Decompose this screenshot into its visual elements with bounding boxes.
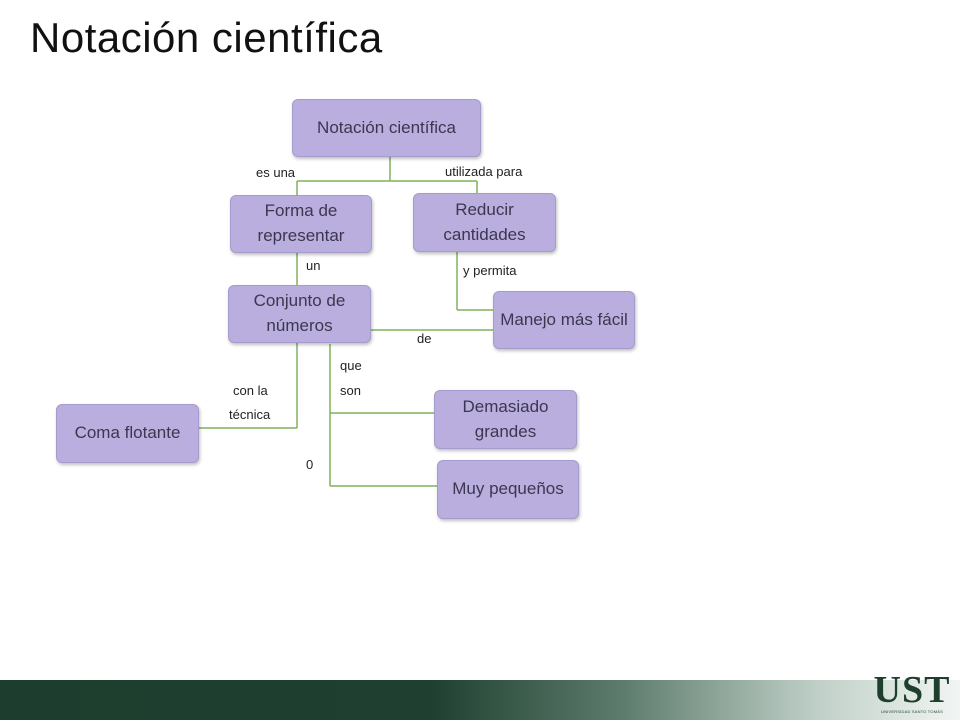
node-manejo-mas-facil: Manejo más fácil [493, 291, 635, 349]
logo-mark: UST [873, 669, 951, 711]
link-label-tecnica: técnica [229, 407, 271, 422]
ust-logo: UST UNIVERSIDAD SANTO TOMÁS [872, 670, 952, 720]
logo-subtitle: UNIVERSIDAD SANTO TOMÁS [881, 709, 943, 714]
link-label-o: 0 [306, 457, 314, 472]
node-notacion-cientifica: Notación científica [292, 99, 481, 157]
link-label-que: que [340, 358, 362, 373]
slide-title: Notación científica [30, 14, 383, 61]
link-label-con-la: con la [233, 383, 268, 398]
link-label-es-una: es una [256, 165, 296, 180]
footer-bar [0, 680, 960, 720]
link-label-de: de [417, 331, 432, 346]
link-label-utilizada-para: utilizada para [445, 164, 523, 179]
node-forma-de-representar: Forma de representar [230, 195, 372, 253]
node-muy-pequenos: Muy pequeños [437, 460, 579, 519]
link-label-y-permita: y permita [463, 263, 517, 278]
link-label-son: son [340, 383, 361, 398]
link-label-un: un [306, 258, 321, 273]
node-coma-flotante: Coma flotante [56, 404, 199, 463]
node-reducir-cantidades: Reducir cantidades [413, 193, 556, 252]
node-conjunto-de-numeros: Conjunto de números [228, 285, 371, 343]
node-demasiado-grandes: Demasiado grandes [434, 390, 577, 449]
